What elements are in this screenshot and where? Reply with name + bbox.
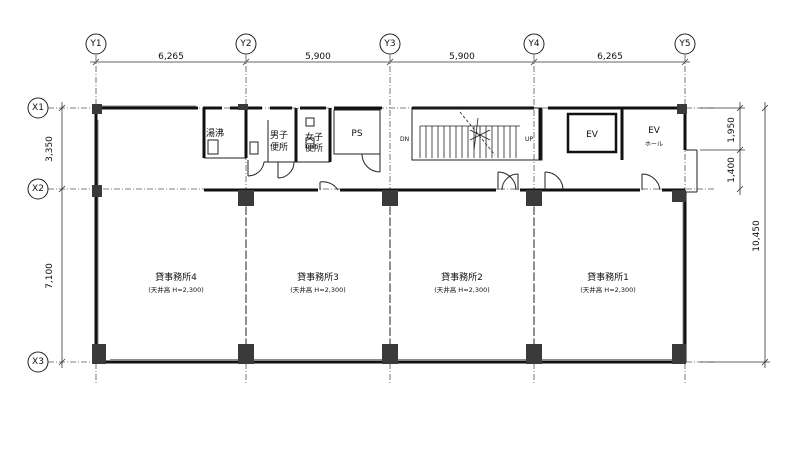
column-y4-x2 xyxy=(526,190,542,206)
svg-text:X3: X3 xyxy=(32,357,44,367)
bubble-x3: X3 xyxy=(27,351,49,373)
dim-y4-y5: 6,265 xyxy=(597,52,623,62)
column-y2-x1 xyxy=(238,104,248,110)
column-y1-x2 xyxy=(92,185,102,197)
column-y1-x1 xyxy=(92,104,102,114)
column-y4-x3 xyxy=(526,344,542,364)
womens-toilet-fixture-1 xyxy=(305,117,315,127)
svg-text:Y5: Y5 xyxy=(678,39,690,49)
office-1-name: 貸事務所1 xyxy=(587,271,629,283)
elevator: EV EV ホール xyxy=(566,112,663,154)
office-2-ceiling: (天井高 H=2,300) xyxy=(434,285,490,294)
bubble-y3: Y3 xyxy=(379,33,401,55)
office-4-ceiling: (天井高 H=2,300) xyxy=(148,285,204,294)
womens-toilet-label-1: 女子 xyxy=(305,131,323,143)
toilet-fixtures xyxy=(207,117,315,155)
dim-x1-x2: 3,350 xyxy=(45,136,55,162)
corridor-wall xyxy=(204,171,685,192)
dim-y2-y3: 5,900 xyxy=(305,52,331,62)
bubble-y5: Y5 xyxy=(674,33,696,55)
column-y5-x1 xyxy=(677,104,687,114)
mens-toilet-label-2: 便所 xyxy=(270,141,288,153)
womens-toilet-fixture-2 xyxy=(305,137,315,149)
office-1-ceiling: (天井高 H=2,300) xyxy=(580,285,636,294)
row-bubbles: X1 X2 X3 xyxy=(27,97,49,373)
bubble-x1: X1 xyxy=(27,97,49,119)
elevator-label: EV xyxy=(586,130,599,140)
bubble-y2: Y2 xyxy=(235,33,257,55)
top-dimensions: 6,265 5,900 5,900 6,265 xyxy=(90,52,690,66)
svg-text:Y4: Y4 xyxy=(527,39,539,49)
office-2-name: 貸事務所2 xyxy=(441,271,483,283)
svg-text:X1: X1 xyxy=(32,103,44,113)
stair-down-label: DN xyxy=(400,136,409,143)
dim-y3-y4: 5,900 xyxy=(449,52,475,62)
right-dimensions: 1,950 1,400 10,450 xyxy=(700,102,770,368)
stair-up-label: UP xyxy=(525,136,533,143)
dim-lower-segment: 1,400 xyxy=(727,157,737,183)
womens-toilet-label-2: 便所 xyxy=(305,142,323,154)
svg-text:X2: X2 xyxy=(32,184,44,194)
dim-x2-x3: 7,100 xyxy=(45,263,55,289)
staircase: DN UP xyxy=(400,111,533,158)
column-y3-x2 xyxy=(382,190,398,206)
office-3-name: 貸事務所3 xyxy=(297,271,339,283)
column-y5-x2 xyxy=(672,190,686,202)
ev-hall-label-2: ホール xyxy=(645,141,663,148)
core-labels: 湯沸 男子 便所 女子 便所 PS xyxy=(206,127,363,154)
svg-text:Y2: Y2 xyxy=(239,39,251,49)
column-y2-x2 xyxy=(238,190,254,206)
svg-text:Y3: Y3 xyxy=(383,39,395,49)
column-y3-x3 xyxy=(382,344,398,364)
dim-y1-y2: 6,265 xyxy=(158,52,184,62)
bubble-y1: Y1 xyxy=(85,33,107,55)
dim-upper-segment: 1,950 xyxy=(727,117,737,143)
bubble-y4: Y4 xyxy=(523,33,545,55)
mens-toilet-label-1: 男子 xyxy=(270,130,288,141)
structural-columns xyxy=(92,104,687,364)
dim-total-depth: 10,450 xyxy=(752,220,762,252)
office-labels: 貸事務所4 (天井高 H=2,300) 貸事務所3 (天井高 H=2,300) … xyxy=(148,271,636,294)
column-y1-x3 xyxy=(92,344,106,364)
column-y5-x3 xyxy=(672,344,686,364)
svg-text:Y1: Y1 xyxy=(89,39,101,49)
elevator-shaft xyxy=(566,112,618,154)
ps-label: PS xyxy=(351,129,362,139)
bubble-x2: X2 xyxy=(27,178,49,200)
office-partitions xyxy=(245,196,535,356)
kitchenette-label: 湯沸 xyxy=(206,127,224,139)
ev-hall-label-1: EV xyxy=(648,126,661,136)
column-bubbles: Y1 Y2 Y3 Y4 Y5 xyxy=(85,33,696,55)
column-y2-x3 xyxy=(238,344,254,364)
core-walls xyxy=(202,107,624,191)
mens-toilet-fixture xyxy=(249,141,259,155)
office-3-ceiling: (天井高 H=2,300) xyxy=(290,285,346,294)
sink-fixture xyxy=(207,139,219,155)
office-4-name: 貸事務所4 xyxy=(155,271,197,283)
left-dimensions: 3,350 7,100 xyxy=(45,102,66,368)
